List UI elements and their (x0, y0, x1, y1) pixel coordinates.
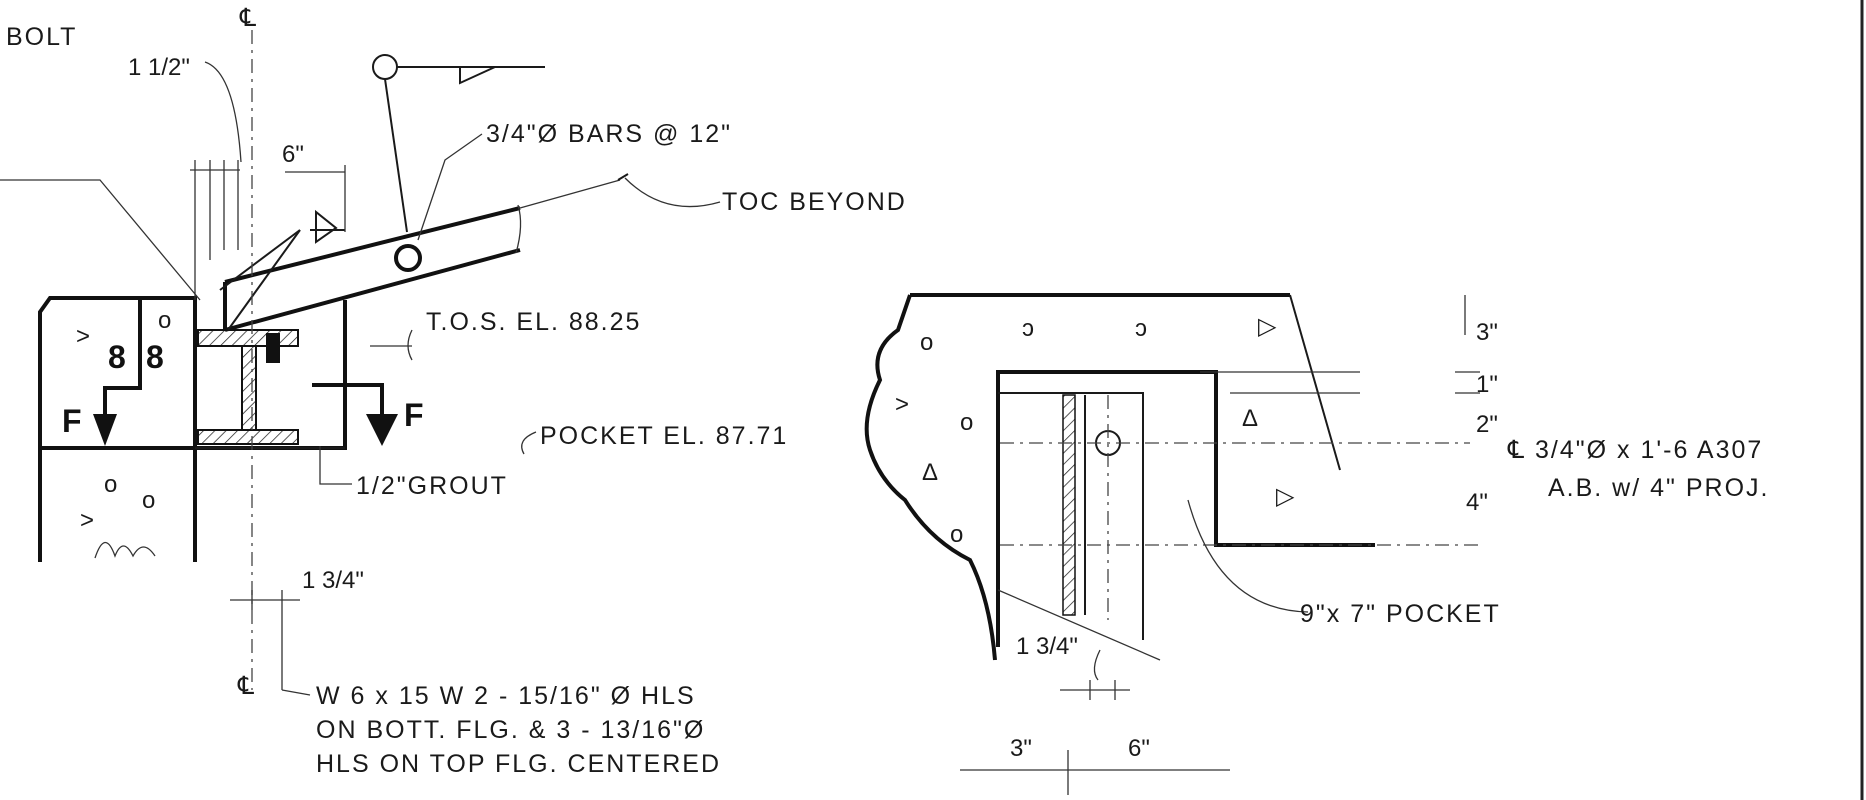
dim-1: 1" (1476, 371, 1498, 398)
svg-text:ɔ: ɔ (1022, 315, 1034, 342)
pocket-outline (195, 300, 347, 450)
w-beam (197, 329, 299, 445)
concrete-aggregate-marks-right: o > Δ o o ɔ ɔ ▷ Δ ▷ (895, 313, 1295, 548)
dim-bottom-6: 6" (1128, 735, 1150, 762)
svg-text:o: o (950, 521, 963, 548)
svg-text:o: o (920, 329, 933, 356)
tos-note: T.O.S. EL. 88.25 (426, 308, 641, 336)
beam-note-line3: HLS ON TOP FLG. CENTERED (316, 750, 721, 778)
svg-text:▷: ▷ (1276, 483, 1295, 510)
svg-text:o: o (142, 487, 155, 514)
svg-text:>: > (80, 507, 94, 534)
weld-symbol-side (219, 209, 345, 331)
svg-text:o: o (104, 471, 117, 498)
section-cut-right (312, 383, 398, 446)
centerline-mark-bottom: ℄ (237, 672, 256, 700)
pocket-el-note: POCKET EL. 87.71 (540, 422, 788, 450)
svg-text:ɔ: ɔ (1135, 315, 1147, 342)
dim-3: 3" (1476, 319, 1498, 346)
section-number-left: 8 (108, 339, 126, 375)
anchor-note-line2: A.B. w/ 4" PROJ. (1548, 474, 1769, 502)
weld-symbol-top (372, 54, 545, 272)
svg-text:Δ: Δ (1242, 405, 1258, 432)
beam-note-line2: ON BOTT. FLG. & 3 - 13/16"Ø (316, 716, 705, 744)
svg-text:o: o (960, 409, 973, 436)
section-cut-left (93, 300, 142, 446)
bars-note: 3/4"Ø BARS @ 12" (486, 120, 732, 148)
dim-4: 4" (1466, 489, 1488, 516)
section-letter-left: F (62, 403, 82, 439)
grout-note: 1/2"GROUT (356, 472, 508, 500)
svg-text:o: o (158, 307, 171, 334)
svg-text:▷: ▷ (1258, 313, 1277, 340)
dim-1-three-quarter-right: 1 3/4" (1016, 633, 1078, 660)
bolt-label: BOLT (6, 23, 77, 51)
dim-1-three-quarter: 1 3/4" (302, 567, 364, 594)
beam-note-line1: W 6 x 15 W 2 - 15/16" Ø HLS (316, 682, 696, 710)
concrete-aggregate-marks: > o o o > (76, 307, 171, 534)
section-letter-right: F (404, 397, 424, 433)
concrete-block-outline (864, 293, 1290, 661)
svg-text:>: > (895, 391, 909, 418)
svg-text:>: > (76, 323, 90, 350)
pocket-note: 9"x 7" POCKET (1300, 600, 1501, 628)
dim-bottom-3: 3" (1010, 735, 1032, 762)
dim-2: 2" (1476, 411, 1498, 438)
toc-note: TOC BEYOND (722, 188, 907, 216)
inclined-slab (223, 179, 621, 332)
left-section-detail: > o o o > (0, 4, 907, 778)
dim-1-half: 1 1/2" (128, 54, 190, 81)
svg-text:Δ: Δ (922, 459, 938, 486)
anchor-note-line1: ℄ 3/4"Ø x 1'-6 A307 (1507, 436, 1763, 464)
centerline-mark-top: ℄ (239, 4, 258, 32)
right-pocket-detail: o > Δ o o ɔ ɔ ▷ Δ ▷ (864, 0, 1864, 800)
dim-6: 6" (282, 141, 304, 168)
section-number-right: 8 (146, 339, 164, 375)
